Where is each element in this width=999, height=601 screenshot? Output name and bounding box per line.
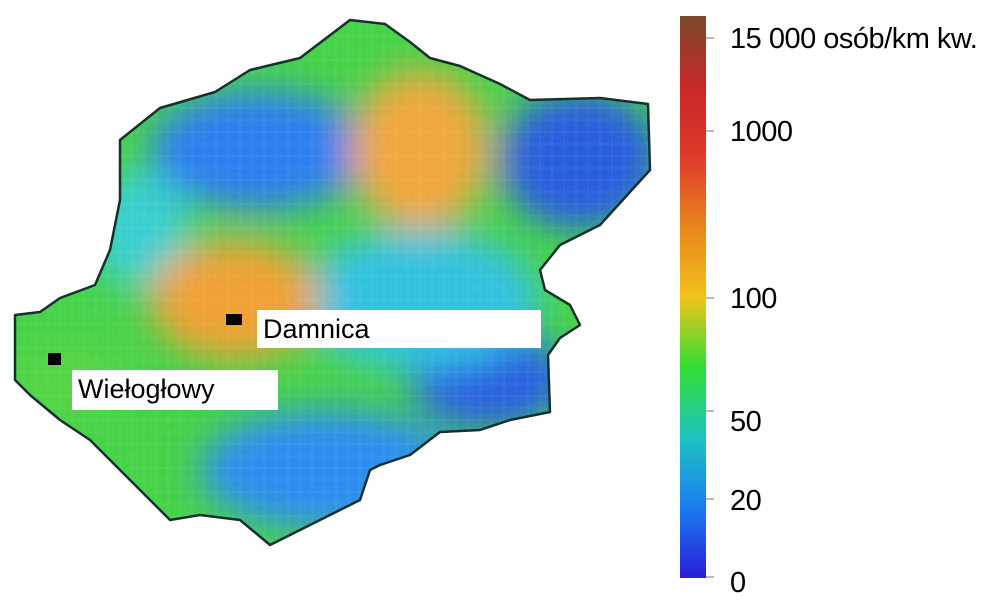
legend-label-max: 15 000 osób/km kw. bbox=[730, 23, 978, 55]
municipality-boundary bbox=[13, 18, 652, 547]
pixel-grid bbox=[15, 20, 650, 545]
place-label-wieloglowy: Wiełogłowy bbox=[72, 370, 278, 410]
color-scale-bar bbox=[680, 16, 706, 578]
legend-tick-0 bbox=[706, 576, 714, 578]
legend-label-20: 20 bbox=[730, 485, 762, 517]
legend-label-0: 0 bbox=[730, 567, 746, 599]
legend-tick-1000 bbox=[706, 130, 714, 132]
village-marker-damnica bbox=[226, 314, 242, 325]
legend-tick-50 bbox=[706, 410, 714, 412]
place-label-damnica: Damnica bbox=[257, 310, 541, 348]
legend-label-100: 100 bbox=[730, 283, 777, 315]
legend-tick-100 bbox=[706, 297, 714, 299]
legend-label-50: 50 bbox=[730, 406, 762, 438]
legend-tick-20 bbox=[706, 498, 714, 500]
village-marker-wieloglowy bbox=[48, 353, 61, 365]
legend-label-1000: 1000 bbox=[730, 116, 793, 148]
density-raster bbox=[15, 20, 650, 545]
legend-tick-15000 bbox=[706, 37, 714, 39]
